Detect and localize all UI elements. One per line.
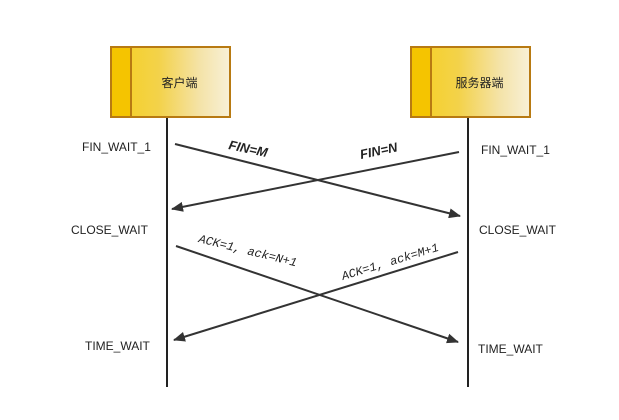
client-node-strip (112, 48, 132, 116)
label-fin-n: FIN=N (359, 139, 400, 162)
server-node-strip (412, 48, 432, 116)
server-state-close-wait: CLOSE_WAIT (479, 223, 556, 237)
arrow-ack-client (175, 245, 459, 344)
label-ack-client: ACK=1, ack=N+1 (196, 232, 298, 270)
client-node: 客户端 (110, 46, 231, 118)
server-label: 服务器端 (455, 75, 504, 90)
client-state-close-wait: CLOSE_WAIT (71, 223, 148, 237)
server-state-fin-wait-1: FIN_WAIT_1 (481, 143, 550, 157)
server-state-time-wait: TIME_WAIT (478, 342, 543, 356)
arrow-fin-n (171, 151, 460, 212)
client-state-time-wait: TIME_WAIT (85, 339, 150, 353)
server-node: 服务器端 (410, 46, 531, 118)
client-label: 客户端 (161, 75, 198, 90)
client-state-fin-wait-1: FIN_WAIT_1 (82, 140, 151, 154)
label-fin-m: FIN=M (227, 137, 270, 160)
arrow-ack-server (173, 251, 459, 342)
